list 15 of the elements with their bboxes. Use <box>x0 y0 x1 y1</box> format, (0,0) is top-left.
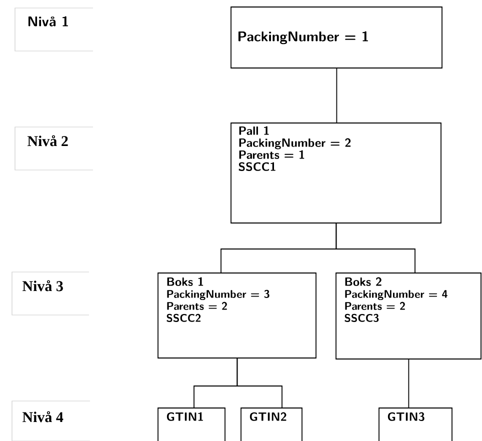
level-label: Nivå 2 <box>14 126 94 170</box>
connector-line <box>336 222 416 274</box>
level-label: Nivå 3 <box>12 272 90 316</box>
packing-box: Boks 1 PackingNumber = 3 Parents = 2 SSCC2 <box>158 272 316 358</box>
packing-box: GTIN3 <box>378 408 452 441</box>
packing-box: Boks 2 PackingNumber = 4 Parents = 2 SSCC3 <box>336 272 482 360</box>
connector-line <box>408 358 410 408</box>
level-label: Nivå 4 <box>12 400 90 441</box>
packing-box: Pall 1 PackingNumber = 2 Parents = 1 SSCC1 <box>230 122 442 224</box>
level-label: Nivå 1 <box>14 8 94 52</box>
connector-line <box>336 68 338 124</box>
packing-box: PackingNumber = 1 <box>230 6 442 68</box>
packing-box: GTIN1 <box>158 408 226 441</box>
connector-line <box>236 358 282 408</box>
packing-box: GTIN2 <box>240 408 302 441</box>
